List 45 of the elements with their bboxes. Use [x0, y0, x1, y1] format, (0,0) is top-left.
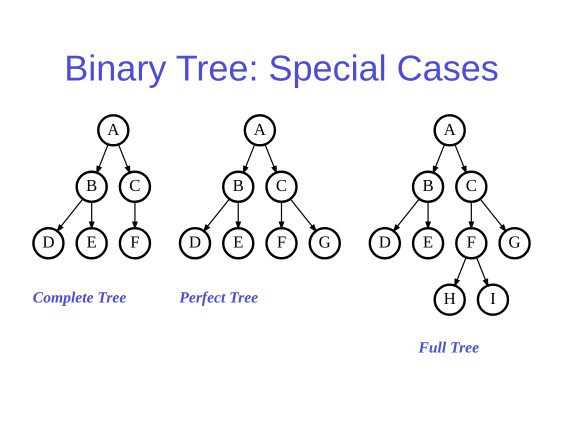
node-circle: B [222, 170, 254, 203]
node-circle: B [412, 170, 444, 203]
node-circle: D [32, 227, 65, 260]
arrow [454, 257, 467, 288]
arrow [392, 199, 420, 232]
node-circle: A [244, 114, 276, 147]
label: Perfect Tree [179, 290, 258, 307]
node-circle: E [75, 227, 108, 260]
node-circle: H [433, 283, 466, 316]
label: Full Tree [418, 339, 480, 356]
arrow [468, 202, 474, 230]
arrow [432, 144, 446, 174]
arrow [88, 202, 95, 230]
node-circle: I [476, 283, 510, 316]
label: Complete Tree [32, 290, 126, 307]
diagram-title: Binary Tree: Special Cases [64, 47, 499, 88]
node-circle: C [265, 170, 298, 203]
node-circle: A [97, 114, 130, 147]
arrow [480, 199, 507, 232]
arrow [242, 144, 256, 174]
node-circle: E [412, 227, 444, 260]
arrow [454, 144, 467, 174]
arrow [235, 202, 242, 230]
node-circle: C [118, 170, 152, 203]
node-circle: C [455, 170, 488, 203]
arrow [96, 144, 109, 174]
arrow [118, 144, 130, 174]
node-circle: G [498, 227, 531, 260]
node-circle: F [265, 227, 298, 260]
node-circle: A [433, 114, 466, 147]
arrow [202, 199, 230, 232]
node-circle: F [118, 227, 152, 260]
node-circle: G [308, 227, 341, 260]
arrow [425, 202, 432, 230]
arrow [132, 202, 138, 230]
node-circle: B [75, 170, 108, 203]
node-circle: E [222, 227, 254, 260]
arrow [278, 202, 284, 230]
node-circle: F [455, 227, 488, 260]
arrow [476, 257, 488, 288]
arrow [56, 199, 83, 232]
arrow [264, 144, 277, 174]
node-circle: D [368, 227, 402, 260]
node-circle: D [178, 227, 212, 260]
arrow [290, 199, 318, 232]
